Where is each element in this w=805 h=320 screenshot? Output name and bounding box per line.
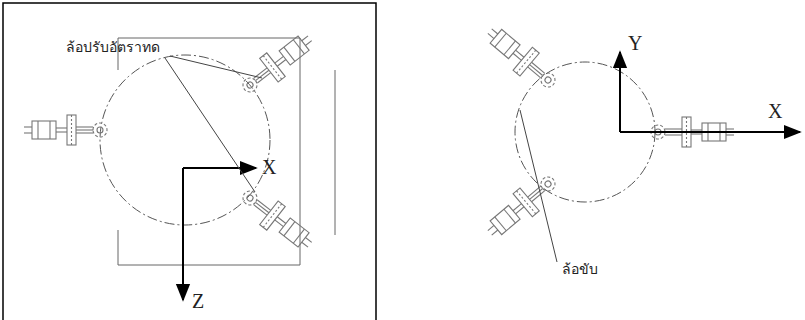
axis-label: Z bbox=[192, 290, 204, 312]
axis-label: X bbox=[768, 100, 782, 122]
wheel-symbol bbox=[24, 115, 107, 145]
axis-arrow bbox=[183, 167, 256, 169]
frame-line bbox=[118, 38, 300, 265]
axis-label: X bbox=[262, 156, 276, 178]
leader-line bbox=[165, 58, 255, 192]
axis-label: Y bbox=[628, 32, 642, 54]
wheel-symbol bbox=[235, 26, 319, 101]
part-label: ล้อขับ bbox=[562, 262, 598, 277]
wheel-symbol bbox=[480, 20, 563, 96]
part-label: ล้อปรับอัตราทด bbox=[66, 40, 160, 55]
axis-arrow bbox=[619, 52, 621, 132]
axis-arrow bbox=[182, 168, 184, 300]
wheel-symbol bbox=[235, 182, 319, 257]
leader-line bbox=[170, 56, 262, 78]
panel-frame bbox=[3, 3, 376, 320]
leader-line bbox=[520, 110, 557, 262]
axis-arrow bbox=[620, 131, 800, 133]
frame-line bbox=[335, 70, 336, 235]
wheel-symbol bbox=[480, 168, 563, 244]
frame-line bbox=[118, 230, 119, 265]
